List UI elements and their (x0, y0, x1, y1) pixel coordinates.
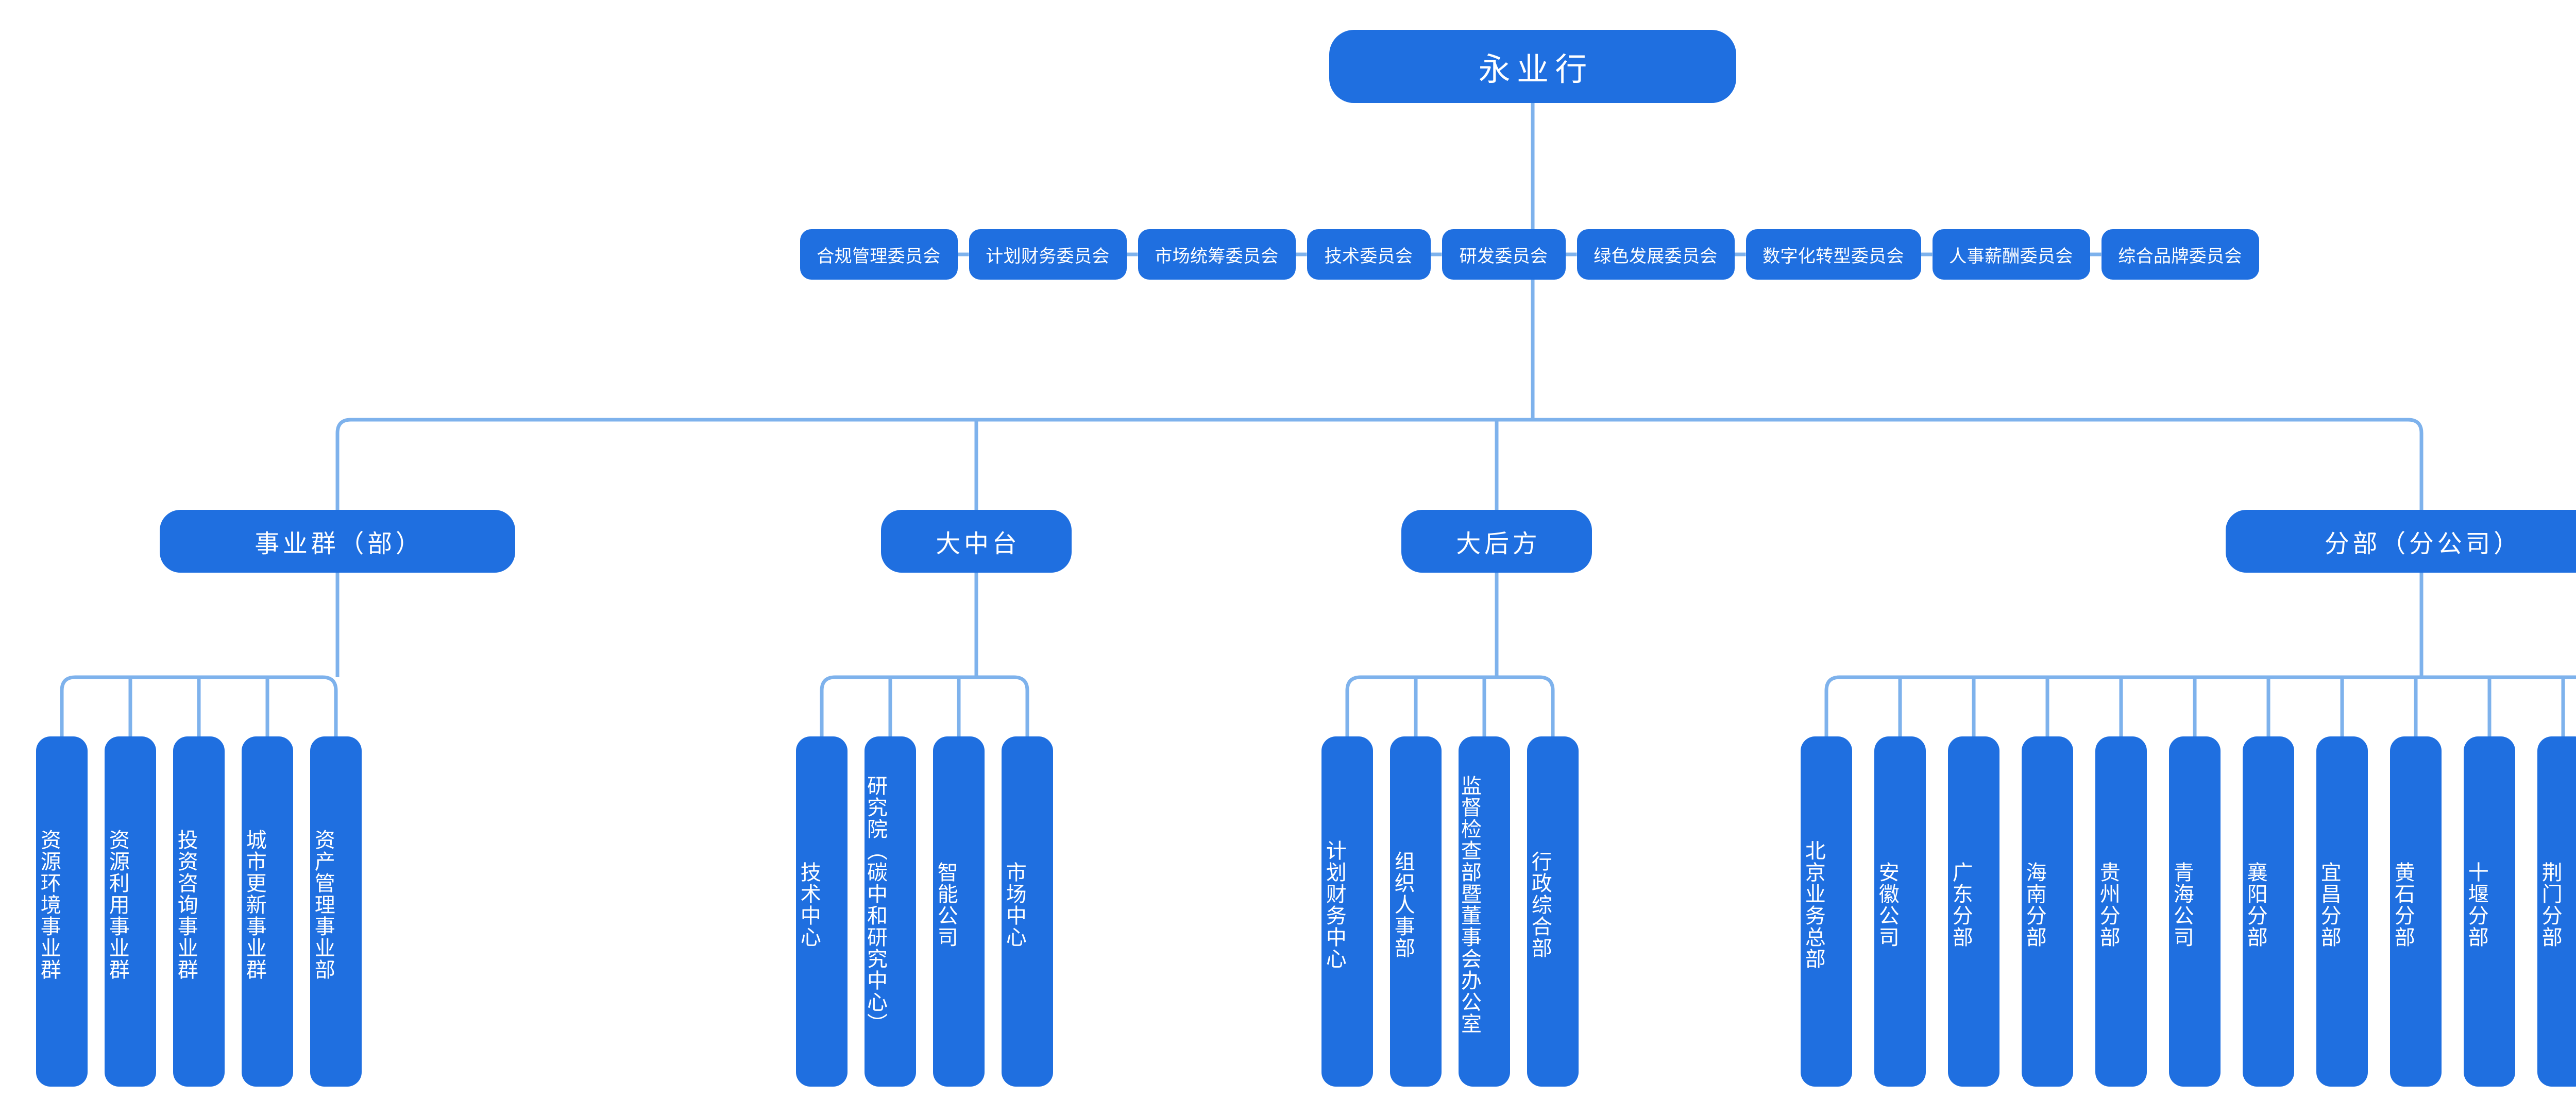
committee-3[interactable]: 市场统筹委员会 (1138, 229, 1296, 280)
leaf-node[interactable]: 襄阳分部 (2243, 736, 2294, 1087)
leaf-node[interactable]: 青海公司 (2169, 736, 2221, 1087)
leaf-node[interactable]: 技术中心 (796, 736, 848, 1087)
committee-2[interactable]: 计划财务委员会 (969, 229, 1127, 280)
leaf-node[interactable]: 宜昌分部 (2316, 736, 2368, 1087)
leaf-node[interactable]: 资源利用事业群 (105, 736, 156, 1087)
leaf-node[interactable]: 计划财务中心 (1321, 736, 1373, 1087)
leaf-node[interactable]: 组织人事部 (1390, 736, 1442, 1087)
committee-7[interactable]: 数字化转型委员会 (1745, 229, 1921, 280)
leaf-node[interactable]: 监督检查部暨董事会办公室 (1458, 736, 1510, 1087)
committee-1[interactable]: 合规管理委员会 (800, 229, 958, 280)
division-1[interactable]: 事业群（部） (160, 510, 515, 573)
division-3[interactable]: 大后方 (1401, 510, 1592, 573)
leaf-node[interactable]: 贵州分部 (2095, 736, 2147, 1087)
leaf-node[interactable]: 海南分部 (2022, 736, 2073, 1087)
committee-6[interactable]: 绿色发展委员会 (1577, 229, 1735, 280)
leaf-node[interactable]: 广东分部 (1948, 736, 1999, 1087)
leaf-node[interactable]: 投资咨询事业群 (173, 736, 225, 1087)
leaf-node[interactable]: 北京业务总部 (1801, 736, 1852, 1087)
leaf-node[interactable]: 研究院（碳中和研究中心） (864, 736, 916, 1087)
leaf-node[interactable]: 十堰分部 (2464, 736, 2515, 1087)
division-2[interactable]: 大中台 (881, 510, 1072, 573)
leaf-node[interactable]: 安徽公司 (1874, 736, 1926, 1087)
committee-5[interactable]: 研发委员会 (1442, 229, 1566, 280)
leaf-node[interactable]: 行政综合部 (1527, 736, 1579, 1087)
root-node[interactable]: 永业行 (1329, 30, 1736, 103)
committee-8[interactable]: 人事薪酬委员会 (1932, 229, 2090, 280)
committee-9[interactable]: 综合品牌委员会 (2101, 229, 2259, 280)
division-4[interactable]: 分部（分公司） (2226, 510, 2576, 573)
committee-4[interactable]: 技术委员会 (1307, 229, 1431, 280)
leaf-node[interactable]: 市场中心 (1002, 736, 1053, 1087)
leaf-node[interactable]: 荆门分部 (2537, 736, 2576, 1087)
leaf-node[interactable]: 资源环境事业群 (36, 736, 88, 1087)
leaf-node[interactable]: 资产管理事业部 (310, 736, 362, 1087)
leaf-node[interactable]: 智能公司 (933, 736, 985, 1087)
leaf-node[interactable]: 黄石分部 (2390, 736, 2442, 1087)
leaf-node[interactable]: 城市更新事业群 (242, 736, 293, 1087)
